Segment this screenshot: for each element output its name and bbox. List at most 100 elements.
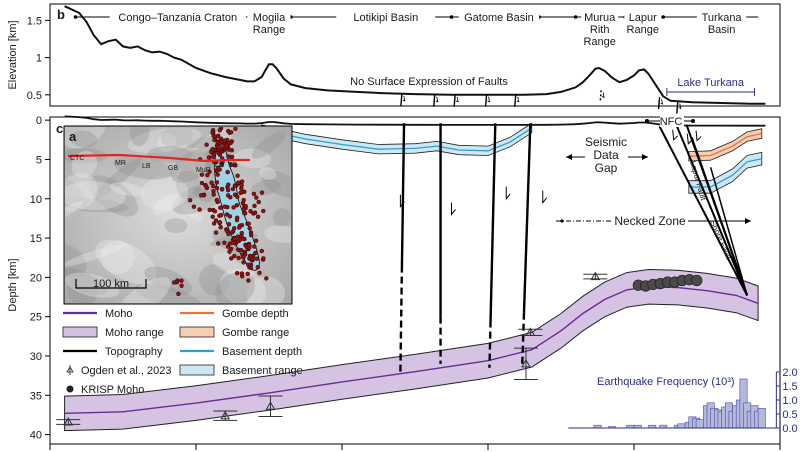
relief-patch — [160, 127, 193, 148]
map-earthquake — [236, 255, 241, 261]
relief-patch — [71, 150, 98, 178]
relief-patch — [215, 271, 256, 303]
legend-label: Gombe range — [222, 327, 289, 339]
map-earthquake — [226, 154, 231, 159]
panel-b-yaxis: 0.5 1 1.5 — [27, 15, 50, 102]
fault-dashed — [488, 320, 492, 368]
map-earthquake — [254, 256, 259, 261]
legend-label: KRISP Moho — [81, 384, 144, 396]
nfc-fault — [690, 137, 749, 296]
map-place-label: LR — [215, 162, 224, 169]
map-place-label: MR — [115, 160, 126, 167]
legend-label: Ogden et al., 2023 — [81, 365, 172, 377]
map-earthquake — [239, 222, 245, 228]
map-earthquake — [231, 205, 236, 210]
relief-patch — [250, 179, 281, 196]
histogram-title: Earthquake Frequency (10³) — [597, 376, 735, 388]
relief-patch — [100, 240, 135, 274]
map-earthquake — [256, 199, 261, 205]
earthquake-histogram: Earthquake Frequency (10³) 0.00.51.01.52… — [568, 367, 798, 435]
relief-patch — [199, 264, 230, 296]
map-place-label: LB — [142, 163, 151, 170]
moho-range — [64, 268, 759, 432]
legend-label: Gombe depth — [222, 308, 289, 320]
c-ytick-label: 20 — [30, 272, 42, 284]
region-divider — [449, 15, 454, 19]
map-earthquake — [264, 276, 269, 281]
map-earthquake — [231, 240, 236, 246]
map-earthquake — [226, 222, 232, 227]
c-ytick-label: 30 — [30, 351, 42, 363]
b-ytick-label: 1 — [36, 53, 42, 65]
map-earthquake — [234, 271, 240, 276]
nfc-fault — [709, 167, 748, 296]
map-earthquake — [241, 260, 246, 265]
surface-faults — [400, 90, 682, 114]
ogden-2023-points — [56, 271, 608, 426]
map-earthquake — [247, 226, 252, 231]
histogram-bar — [677, 423, 686, 429]
c-ytick-label: 35 — [30, 390, 42, 402]
map-earthquake — [234, 217, 240, 223]
map-earthquake — [219, 186, 225, 192]
relief-patch — [129, 127, 150, 147]
surface-fault-arrow — [601, 92, 605, 99]
relief-patch — [65, 127, 106, 149]
b-ytick-label: 1.5 — [27, 15, 42, 27]
faults — [399, 123, 548, 372]
region-label-bg — [581, 10, 619, 22]
relief-patch — [135, 283, 202, 303]
map-earthquake — [205, 172, 210, 178]
map-earthquake — [232, 236, 237, 242]
relief-patch — [140, 176, 189, 211]
map-earthquake — [227, 249, 232, 254]
relief-patch — [152, 194, 182, 215]
map-earthquake — [230, 186, 236, 192]
map-earthquake — [229, 147, 235, 153]
histogram-tick-label: 0.5 — [782, 409, 797, 421]
relief-patch — [70, 130, 98, 148]
surface-fault — [599, 90, 602, 103]
map-earthquake — [239, 179, 245, 184]
map-earthquake — [229, 130, 234, 135]
legend-label: Basement range — [222, 365, 303, 377]
legend-label: Topography — [105, 346, 163, 358]
map-earthquake — [214, 180, 220, 185]
nfc-slip-arrow — [695, 130, 702, 142]
map-earthquake — [239, 271, 245, 276]
map-earthquakes — [171, 127, 269, 297]
map-earthquake — [233, 127, 238, 131]
fault-slip-arrow — [505, 186, 511, 201]
map-earthquake — [261, 256, 266, 261]
region-label: Gatome Basin — [464, 12, 534, 24]
map-earthquake — [222, 240, 227, 246]
legend-swatch — [66, 385, 74, 393]
panel-c-xaxis — [49, 444, 781, 450]
map-place-label: TB — [228, 162, 237, 169]
nfc-fault — [675, 124, 749, 296]
map-earthquake — [210, 214, 215, 220]
map-earthquake — [246, 221, 251, 226]
basement-range-lotikipi — [261, 122, 533, 156]
surface-fault — [484, 94, 488, 107]
map-earthquake — [245, 271, 250, 277]
histogram-tick-label: 0.0 — [782, 423, 797, 435]
map-earthquake — [225, 169, 230, 175]
map-earthquake — [225, 193, 231, 198]
histogram-bar — [757, 408, 766, 429]
region-label: Lotikipi Basin — [353, 12, 418, 24]
surface-fault — [657, 97, 661, 110]
histogram-axis: 0.00.51.01.52.0 — [568, 367, 798, 435]
elevation-line — [64, 5, 766, 105]
map-earthquake — [179, 278, 184, 283]
b-ytick-label: 0.5 — [27, 90, 42, 102]
map-earthquake — [253, 238, 259, 243]
panel-c-letter: c — [56, 121, 63, 136]
map-earthquake — [197, 207, 202, 212]
gombe-range — [688, 128, 763, 162]
map-earthquake — [235, 194, 240, 200]
map-earthquake — [259, 190, 265, 195]
